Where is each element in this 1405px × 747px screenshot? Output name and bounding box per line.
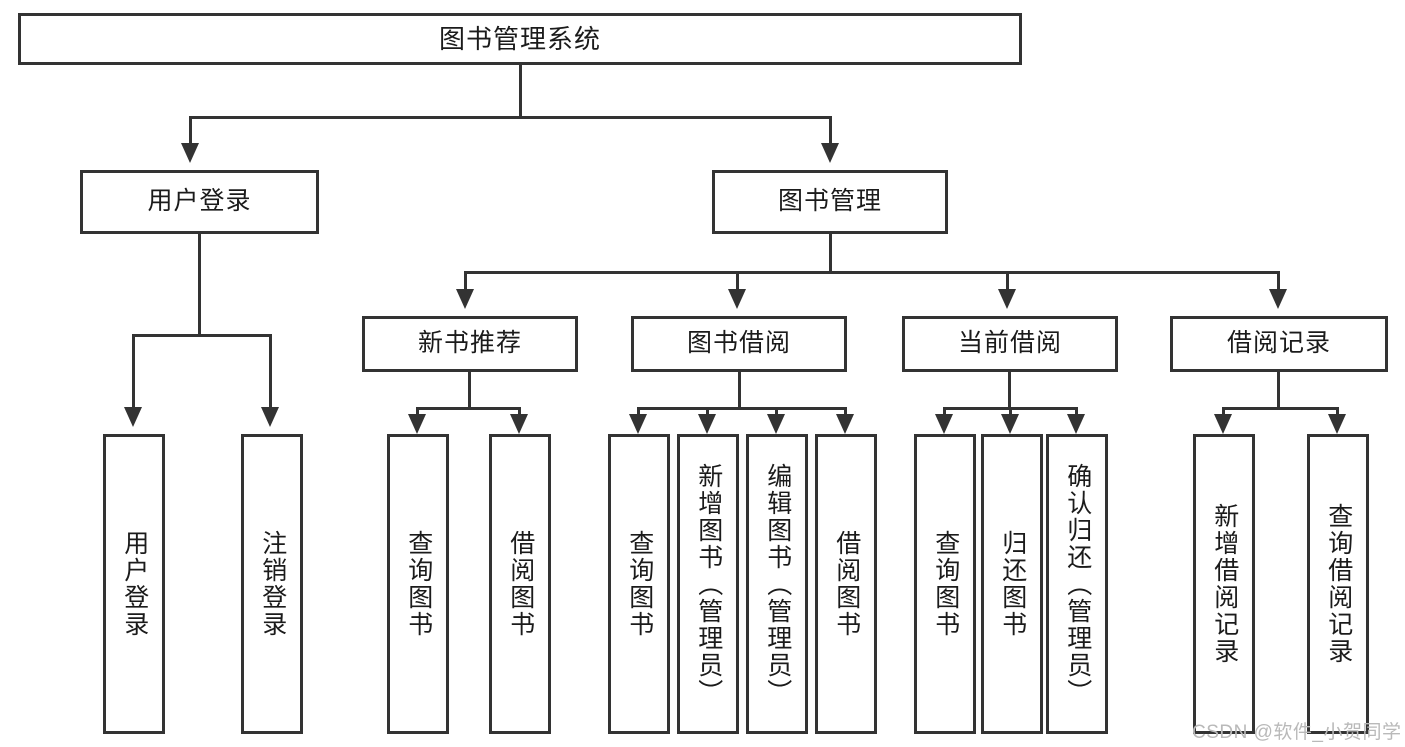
arrow-bb-to-leaf-1 bbox=[629, 414, 647, 434]
node-leaf-return-book[interactable]: 归还图书 bbox=[981, 434, 1043, 734]
node-user-login[interactable]: 用户登录 bbox=[80, 170, 319, 234]
connector-root-to-user-login bbox=[189, 116, 192, 146]
node-leaf-borrow-book-2[interactable]: 借阅图书 bbox=[815, 434, 877, 734]
node-label: 借阅图书 bbox=[506, 530, 535, 638]
node-book-borrow[interactable]: 图书借阅 bbox=[631, 316, 847, 372]
connector-nbr-bus bbox=[416, 407, 521, 410]
connector-bm-to-current-borrow bbox=[1006, 271, 1009, 292]
connector-book-management-bus bbox=[464, 271, 1280, 274]
node-leaf-add-record[interactable]: 新增借阅记录 bbox=[1193, 434, 1255, 734]
connector-bm-to-new-book-recommend bbox=[464, 271, 467, 292]
node-borrow-record[interactable]: 借阅记录 bbox=[1170, 316, 1388, 372]
arrow-br-to-leaf-1 bbox=[1214, 414, 1232, 434]
node-label: 查询图书 bbox=[931, 530, 960, 638]
connector-cb-stem bbox=[1008, 372, 1011, 410]
connector-nbr-to-leaf-1 bbox=[416, 407, 419, 419]
node-label: 借阅图书 bbox=[832, 530, 861, 638]
connector-bb-to-leaf-4 bbox=[844, 407, 847, 419]
arrow-nbr-to-leaf-1 bbox=[408, 414, 426, 434]
node-leaf-query-book-2[interactable]: 查询图书 bbox=[608, 434, 670, 734]
arrow-bb-to-leaf-3 bbox=[767, 414, 785, 434]
node-label: 图书管理 bbox=[777, 187, 882, 216]
node-label: 确认归还（管理员） bbox=[1063, 462, 1092, 706]
node-label: 图书管理系统 bbox=[438, 23, 601, 54]
connector-root-to-book-management bbox=[829, 116, 832, 146]
node-label: 查询图书 bbox=[625, 530, 654, 638]
connector-book-management-stem bbox=[829, 234, 832, 274]
arrow-cb-to-leaf-2 bbox=[1001, 414, 1019, 434]
arrow-bm-to-borrow-record bbox=[1269, 289, 1287, 309]
node-leaf-logout-login[interactable]: 注销登录 bbox=[241, 434, 303, 734]
connector-root-bus bbox=[189, 116, 832, 119]
node-leaf-edit-book[interactable]: 编辑图书（管理员） bbox=[746, 434, 808, 734]
connector-br-to-leaf-1 bbox=[1222, 407, 1225, 419]
node-label: 借阅记录 bbox=[1226, 329, 1331, 358]
node-leaf-query-record[interactable]: 查询借阅记录 bbox=[1307, 434, 1369, 734]
node-leaf-query-book-1[interactable]: 查询图书 bbox=[387, 434, 449, 734]
connector-bb-to-leaf-3 bbox=[775, 407, 778, 419]
arrow-root-to-user-login bbox=[181, 143, 199, 163]
arrow-user-login-to-leaf-1 bbox=[124, 407, 142, 427]
node-label: 用户登录 bbox=[147, 187, 252, 216]
arrow-bm-to-book-borrow bbox=[728, 289, 746, 309]
connector-nbr-to-leaf-2 bbox=[518, 407, 521, 419]
connector-nbr-stem bbox=[468, 372, 471, 410]
node-new-book-recommend[interactable]: 新书推荐 bbox=[362, 316, 578, 372]
arrow-nbr-to-leaf-2 bbox=[510, 414, 528, 434]
connector-bm-to-borrow-record bbox=[1277, 271, 1280, 292]
arrow-br-to-leaf-2 bbox=[1328, 414, 1346, 434]
arrow-root-to-book-management bbox=[821, 143, 839, 163]
connector-cb-to-leaf-1 bbox=[943, 407, 946, 419]
node-book-management[interactable]: 图书管理 bbox=[712, 170, 948, 234]
node-root-book-management-system[interactable]: 图书管理系统 bbox=[18, 13, 1022, 65]
connector-cb-to-leaf-2 bbox=[1009, 407, 1012, 419]
connector-br-bus bbox=[1222, 407, 1339, 410]
node-label: 图书借阅 bbox=[686, 329, 791, 358]
node-label: 新增借阅记录 bbox=[1210, 503, 1239, 665]
connector-user-login-to-leaf-1 bbox=[132, 334, 135, 410]
connector-user-login-to-leaf-2 bbox=[269, 334, 272, 410]
arrow-user-login-to-leaf-2 bbox=[261, 407, 279, 427]
connector-user-login-bus bbox=[132, 334, 272, 337]
node-label: 用户登录 bbox=[120, 530, 149, 638]
connector-root-stem bbox=[519, 65, 522, 118]
node-label: 新增图书（管理员） bbox=[694, 462, 723, 706]
arrow-bb-to-leaf-2 bbox=[698, 414, 716, 434]
arrow-cb-to-leaf-3 bbox=[1067, 414, 1085, 434]
arrow-bm-to-new-book-recommend bbox=[456, 289, 474, 309]
node-label: 归还图书 bbox=[998, 530, 1027, 638]
node-current-borrow[interactable]: 当前借阅 bbox=[902, 316, 1118, 372]
node-leaf-add-book[interactable]: 新增图书（管理员） bbox=[677, 434, 739, 734]
node-leaf-user-login[interactable]: 用户登录 bbox=[103, 434, 165, 734]
node-label: 查询借阅记录 bbox=[1324, 503, 1353, 665]
connector-bb-to-leaf-1 bbox=[637, 407, 640, 419]
arrow-bm-to-current-borrow bbox=[998, 289, 1016, 309]
node-leaf-confirm-return[interactable]: 确认归还（管理员） bbox=[1046, 434, 1108, 734]
arrow-cb-to-leaf-1 bbox=[935, 414, 953, 434]
node-leaf-borrow-book-1[interactable]: 借阅图书 bbox=[489, 434, 551, 734]
connector-bm-to-book-borrow bbox=[736, 271, 739, 292]
connector-bb-stem bbox=[738, 372, 741, 410]
connector-cb-to-leaf-3 bbox=[1075, 407, 1078, 419]
connector-br-to-leaf-2 bbox=[1336, 407, 1339, 419]
node-label: 查询图书 bbox=[404, 530, 433, 638]
node-label: 新书推荐 bbox=[417, 329, 522, 358]
connector-bb-to-leaf-2 bbox=[706, 407, 709, 419]
connector-br-stem bbox=[1277, 372, 1280, 410]
arrow-bb-to-leaf-4 bbox=[836, 414, 854, 434]
node-label: 当前借阅 bbox=[957, 329, 1062, 358]
connector-user-login-stem bbox=[198, 234, 201, 336]
node-leaf-query-book-3[interactable]: 查询图书 bbox=[914, 434, 976, 734]
node-label: 编辑图书（管理员） bbox=[763, 462, 792, 706]
connector-bb-bus bbox=[637, 407, 847, 410]
node-label: 注销登录 bbox=[258, 530, 287, 638]
